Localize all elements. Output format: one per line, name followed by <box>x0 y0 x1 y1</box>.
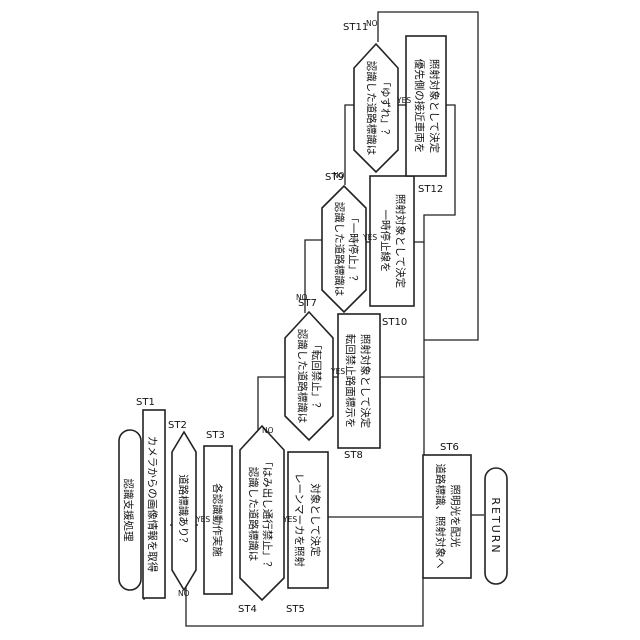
st5-line2: 対象として決定 <box>309 483 322 557</box>
st11-id: ST11 <box>343 22 368 33</box>
st1-id: ST1 <box>136 397 155 408</box>
st6-line2: 照明光を配光 <box>449 485 462 548</box>
st4-no-label: NO <box>262 426 274 435</box>
st3-text: 各認識動作実施 <box>211 483 224 557</box>
st9-line1: 認識した道路標識は <box>333 202 346 297</box>
st8-line2: 照射対象として決定 <box>359 334 372 429</box>
st9-yes-label: YES <box>362 233 377 242</box>
st7-line2: 「転回禁止」？ <box>310 339 322 413</box>
st10-line2: 照射対象として決定 <box>394 194 407 289</box>
st5-id: ST5 <box>286 604 305 615</box>
st9-line2: 「一時停止」？ <box>347 212 360 286</box>
start-label: 認識支援処理 <box>122 479 135 542</box>
st7-no-label: NO <box>296 293 308 302</box>
st2-yes-label: YES <box>195 515 210 524</box>
st7-line1: 認識した道路標識は <box>296 329 309 424</box>
st4-line2: 「はみ出し通行禁止」？ <box>261 456 274 572</box>
st10-line1: 一時停止線を <box>379 210 392 273</box>
st4-id: ST4 <box>238 604 257 615</box>
st12-line2: 照射対象として決定 <box>428 59 441 154</box>
st10-id: ST10 <box>382 317 407 328</box>
st7-yes-label: YES <box>330 367 345 376</box>
st2-id: ST2 <box>168 420 187 431</box>
st11-line2: 「ゆずれ」？ <box>379 77 391 140</box>
st6-line1: 道路標識、照射対象へ <box>434 464 447 569</box>
st8-id: ST8 <box>344 450 363 461</box>
st2-text: 道路標識あり？ <box>177 474 190 548</box>
st1-text: カメラからの画像情報を取得 <box>146 436 159 573</box>
st3-id: ST3 <box>206 430 225 441</box>
st8-line1: 転回禁止路面標示を <box>344 334 357 429</box>
st6-box <box>423 455 471 578</box>
st6-id: ST6 <box>440 442 459 453</box>
connector-st8-bus <box>380 377 424 460</box>
st7-decision <box>285 312 333 440</box>
st12-line1: 優先側の接近車両を <box>413 59 426 154</box>
st4-line1: 認識した道路標識は <box>247 467 260 562</box>
st2-no-label: NO <box>178 589 190 598</box>
st12-id: ST12 <box>418 184 443 195</box>
st11-yes-label: YES <box>396 96 411 105</box>
st11-line1: 認識した道路標識は <box>365 61 378 156</box>
connector-st10-bus <box>414 242 424 377</box>
st9-no-label: NO <box>333 171 345 180</box>
st11-no-label: NO <box>366 19 378 28</box>
return-label: RETURN <box>489 497 502 554</box>
st4-yes-label: YES <box>282 515 297 524</box>
